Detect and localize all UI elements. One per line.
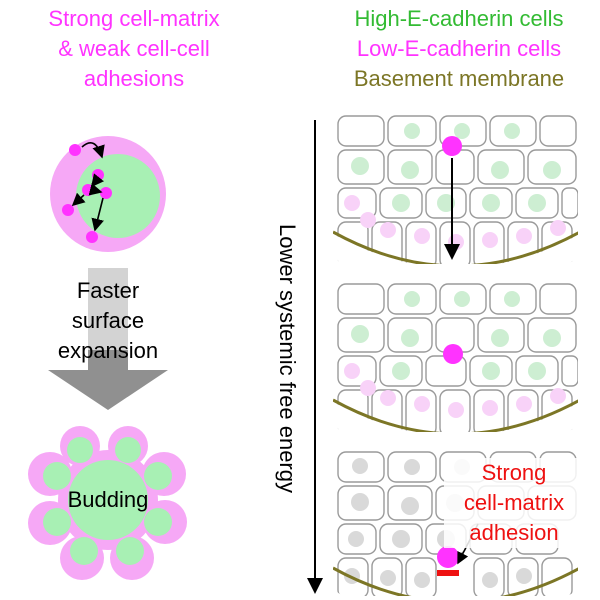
expansion-arrow [48,268,168,410]
tissue-panel-1 [333,112,578,264]
legend-low-e-cadherin: Low-E-cadherin cells [356,36,562,61]
migrating-cell-3 [437,546,459,568]
budding-label: Budding [67,487,149,512]
basement-membrane-1 [333,230,578,264]
adhesion-annotation: Strong cell-matrix adhesion [444,458,584,548]
basement-membrane-2 [333,398,578,432]
spheroid [50,136,166,252]
expansion-label: Faster surface expansion [28,276,188,366]
budding-inner [43,437,172,565]
adhesion-mark [437,570,459,576]
adhesion-annotation-line-1: Strong [481,460,547,485]
arrow-head [48,370,168,410]
migrating-cell-2 [443,344,463,364]
migrating-cell-1 [442,136,462,156]
expansion-label-line-1: Faster [76,278,140,303]
legend: High-E-cadherin cells Low-E-cadherin cel… [318,4,600,94]
adhesion-annotation-line-3: adhesion [469,520,559,545]
expansion-label-line-3: expansion [57,338,159,363]
legend-basement-membrane: Basement membrane [353,66,565,91]
left-title-line-2: & weak cell-cell [58,36,210,61]
spheroid-inner-core [76,154,160,238]
arrow-shaft [88,350,128,372]
left-title-line-3: adhesions [83,66,185,91]
expansion-label-line-2: surface [71,308,145,333]
legend-high-e-cadherin: High-E-cadherin cells [354,6,564,31]
free-energy-label: Lower systemic free energy [275,224,300,493]
left-title-line-1: Strong cell-matrix [48,6,220,31]
budding-shape [28,426,187,580]
basement-membrane-3 [333,566,578,596]
adhesion-annotation-line-2: cell-matrix [463,490,565,515]
migration-arrows [71,141,105,232]
tissue-panel-2 [333,280,578,432]
left-title: Strong cell-matrix & weak cell-cell adhe… [0,4,268,94]
